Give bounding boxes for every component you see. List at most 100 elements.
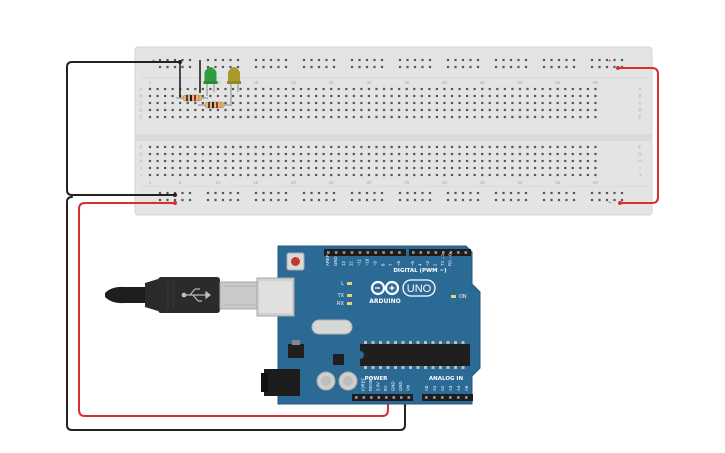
breadboard-hole[interactable] bbox=[292, 101, 295, 105]
breadboard-hole[interactable] bbox=[488, 108, 491, 112]
breadboard-hole[interactable] bbox=[315, 101, 318, 105]
breadboard-hole[interactable] bbox=[428, 58, 432, 62]
breadboard-hole[interactable] bbox=[494, 191, 498, 195]
breadboard-hole[interactable] bbox=[382, 159, 386, 163]
breadboard-hole[interactable] bbox=[533, 166, 537, 170]
header-pin[interactable] bbox=[419, 251, 423, 254]
breadboard-hole[interactable] bbox=[367, 108, 371, 112]
breadboard-hole[interactable] bbox=[564, 173, 567, 177]
breadboard-hole[interactable] bbox=[269, 94, 272, 98]
breadboard-hole[interactable] bbox=[171, 166, 174, 170]
breadboard-hole[interactable] bbox=[398, 145, 401, 149]
breadboard-hole[interactable] bbox=[496, 159, 499, 163]
breadboard-hole[interactable] bbox=[224, 94, 227, 98]
breadboard-hole[interactable] bbox=[224, 145, 227, 149]
breadboard-hole[interactable] bbox=[365, 58, 369, 62]
breadboard-hole[interactable] bbox=[299, 108, 303, 112]
breadboard-hole[interactable] bbox=[239, 115, 242, 119]
breadboard-hole[interactable] bbox=[390, 159, 393, 163]
breadboard-hole[interactable] bbox=[171, 152, 174, 156]
breadboard-hole[interactable] bbox=[481, 166, 484, 170]
breadboard-hole[interactable] bbox=[254, 173, 257, 177]
breadboard-hole[interactable] bbox=[216, 159, 220, 163]
breadboard-hole[interactable] bbox=[473, 87, 476, 91]
breadboard-hole[interactable] bbox=[586, 87, 589, 91]
breadboard-hole[interactable] bbox=[330, 166, 333, 170]
breadboard-hole[interactable] bbox=[398, 159, 401, 163]
resistor-2[interactable] bbox=[198, 101, 232, 109]
header-pin[interactable] bbox=[449, 251, 453, 254]
breadboard-hole[interactable] bbox=[421, 191, 424, 195]
breadboard-hole[interactable] bbox=[620, 198, 624, 202]
header-pin[interactable] bbox=[377, 396, 381, 399]
breadboard-hole[interactable] bbox=[526, 115, 529, 119]
breadboard-hole[interactable] bbox=[398, 108, 401, 112]
breadboard-hole[interactable] bbox=[565, 58, 568, 62]
breadboard-hole[interactable] bbox=[549, 173, 552, 177]
breadboard-hole[interactable] bbox=[450, 94, 454, 98]
power-wire-right[interactable] bbox=[617, 67, 659, 204]
breadboard-hole[interactable] bbox=[262, 173, 265, 177]
breadboard-hole[interactable] bbox=[375, 173, 378, 177]
breadboard-hole[interactable] bbox=[367, 173, 371, 177]
breadboard-hole[interactable] bbox=[224, 159, 227, 163]
breadboard-hole[interactable] bbox=[571, 166, 574, 170]
breadboard-hole[interactable] bbox=[517, 58, 520, 62]
breadboard-hole[interactable] bbox=[420, 115, 423, 119]
breadboard-hole[interactable] bbox=[179, 101, 182, 105]
breadboard-hole[interactable] bbox=[322, 101, 325, 105]
breadboard-hole[interactable] bbox=[496, 115, 499, 119]
breadboard-hole[interactable] bbox=[352, 108, 355, 112]
breadboard-hole[interactable] bbox=[613, 65, 616, 69]
breadboard-hole[interactable] bbox=[435, 159, 438, 163]
breadboard-hole[interactable] bbox=[158, 65, 162, 69]
breadboard-hole[interactable] bbox=[330, 173, 333, 177]
breadboard-hole[interactable] bbox=[188, 65, 192, 69]
breadboard-hole[interactable] bbox=[405, 173, 408, 177]
breadboard-hole[interactable] bbox=[216, 152, 220, 156]
breadboard-hole[interactable] bbox=[598, 198, 601, 202]
breadboard-hole[interactable] bbox=[375, 87, 378, 91]
breadboard-hole[interactable] bbox=[231, 152, 235, 156]
breadboard-hole[interactable] bbox=[307, 152, 310, 156]
breadboard-hole[interactable] bbox=[405, 159, 408, 163]
breadboard-hole[interactable] bbox=[503, 173, 506, 177]
breadboard-hole[interactable] bbox=[502, 58, 505, 62]
breadboard-hole[interactable] bbox=[526, 101, 529, 105]
breadboard-hole[interactable] bbox=[564, 108, 567, 112]
breadboard-hole[interactable] bbox=[236, 191, 240, 195]
breadboard-hole[interactable] bbox=[458, 101, 461, 105]
breadboard-hole[interactable] bbox=[269, 108, 272, 112]
breadboard-hole[interactable] bbox=[284, 115, 287, 119]
breadboard-hole[interactable] bbox=[345, 108, 348, 112]
header-pin[interactable] bbox=[350, 251, 354, 254]
breadboard-hole[interactable] bbox=[277, 115, 280, 119]
breadboard-hole[interactable] bbox=[556, 115, 559, 119]
breadboard-hole[interactable] bbox=[542, 65, 546, 69]
breadboard-hole[interactable] bbox=[254, 115, 257, 119]
breadboard-hole[interactable] bbox=[613, 191, 616, 195]
breadboard-hole[interactable] bbox=[518, 87, 522, 91]
breadboard-hole[interactable] bbox=[345, 115, 348, 119]
breadboard-hole[interactable] bbox=[605, 65, 609, 69]
breadboard-hole[interactable] bbox=[375, 159, 378, 163]
breadboard-hole[interactable] bbox=[481, 152, 484, 156]
breadboard-hole[interactable] bbox=[564, 159, 567, 163]
breadboard-hole[interactable] bbox=[352, 173, 355, 177]
breadboard-hole[interactable] bbox=[496, 101, 499, 105]
breadboard-hole[interactable] bbox=[503, 159, 506, 163]
breadboard-hole[interactable] bbox=[284, 191, 288, 195]
breadboard-hole[interactable] bbox=[405, 94, 408, 98]
breadboard-hole[interactable] bbox=[413, 145, 416, 149]
breadboard-hole[interactable] bbox=[156, 108, 159, 112]
breadboard-hole[interactable] bbox=[216, 94, 220, 98]
breadboard-hole[interactable] bbox=[292, 159, 295, 163]
header-pin[interactable] bbox=[382, 251, 385, 254]
breadboard-hole[interactable] bbox=[488, 166, 491, 170]
breadboard-hole[interactable] bbox=[345, 166, 348, 170]
breadboard-hole[interactable] bbox=[365, 65, 369, 69]
breadboard-hole[interactable] bbox=[277, 173, 280, 177]
breadboard-hole[interactable] bbox=[375, 145, 378, 149]
header-pin[interactable] bbox=[358, 251, 362, 254]
breadboard-hole[interactable] bbox=[302, 65, 306, 69]
